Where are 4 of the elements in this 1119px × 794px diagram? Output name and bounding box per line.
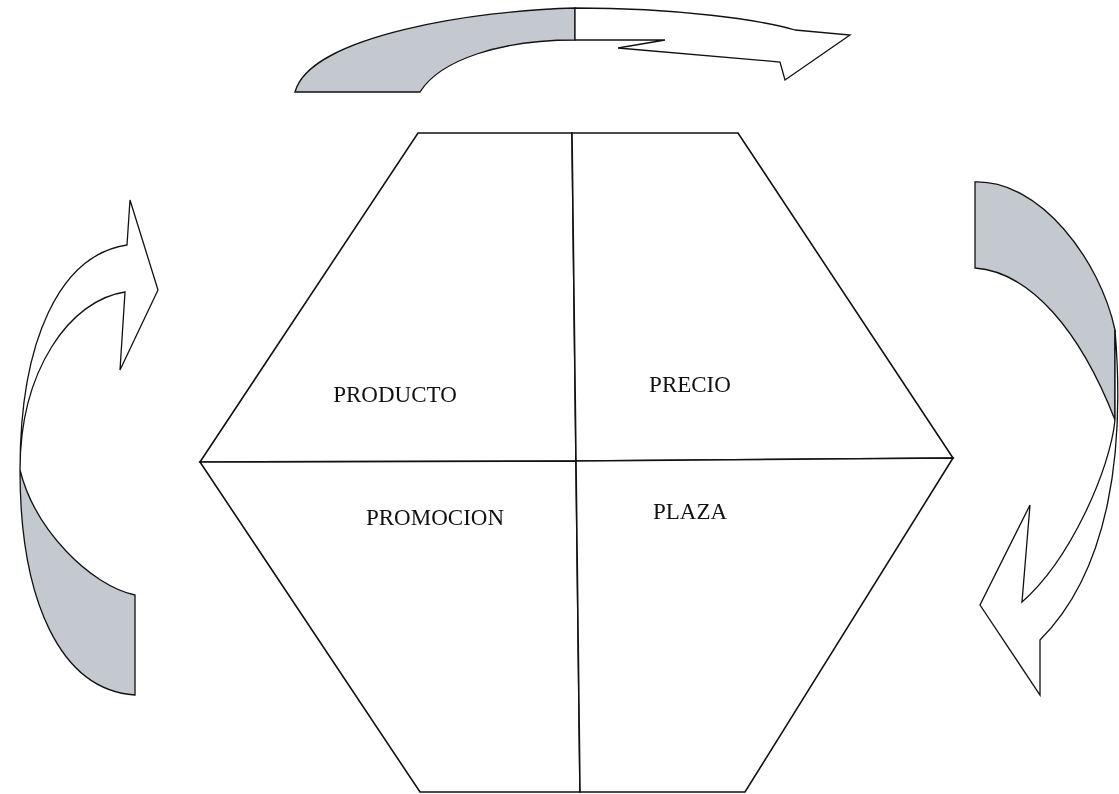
quadrant-label: PRODUCTO — [333, 382, 457, 408]
quadrant-label: PROMOCION — [366, 505, 504, 531]
quadrant-label: PRECIO — [649, 372, 731, 398]
quadrant-label: PLAZA — [652, 499, 728, 525]
